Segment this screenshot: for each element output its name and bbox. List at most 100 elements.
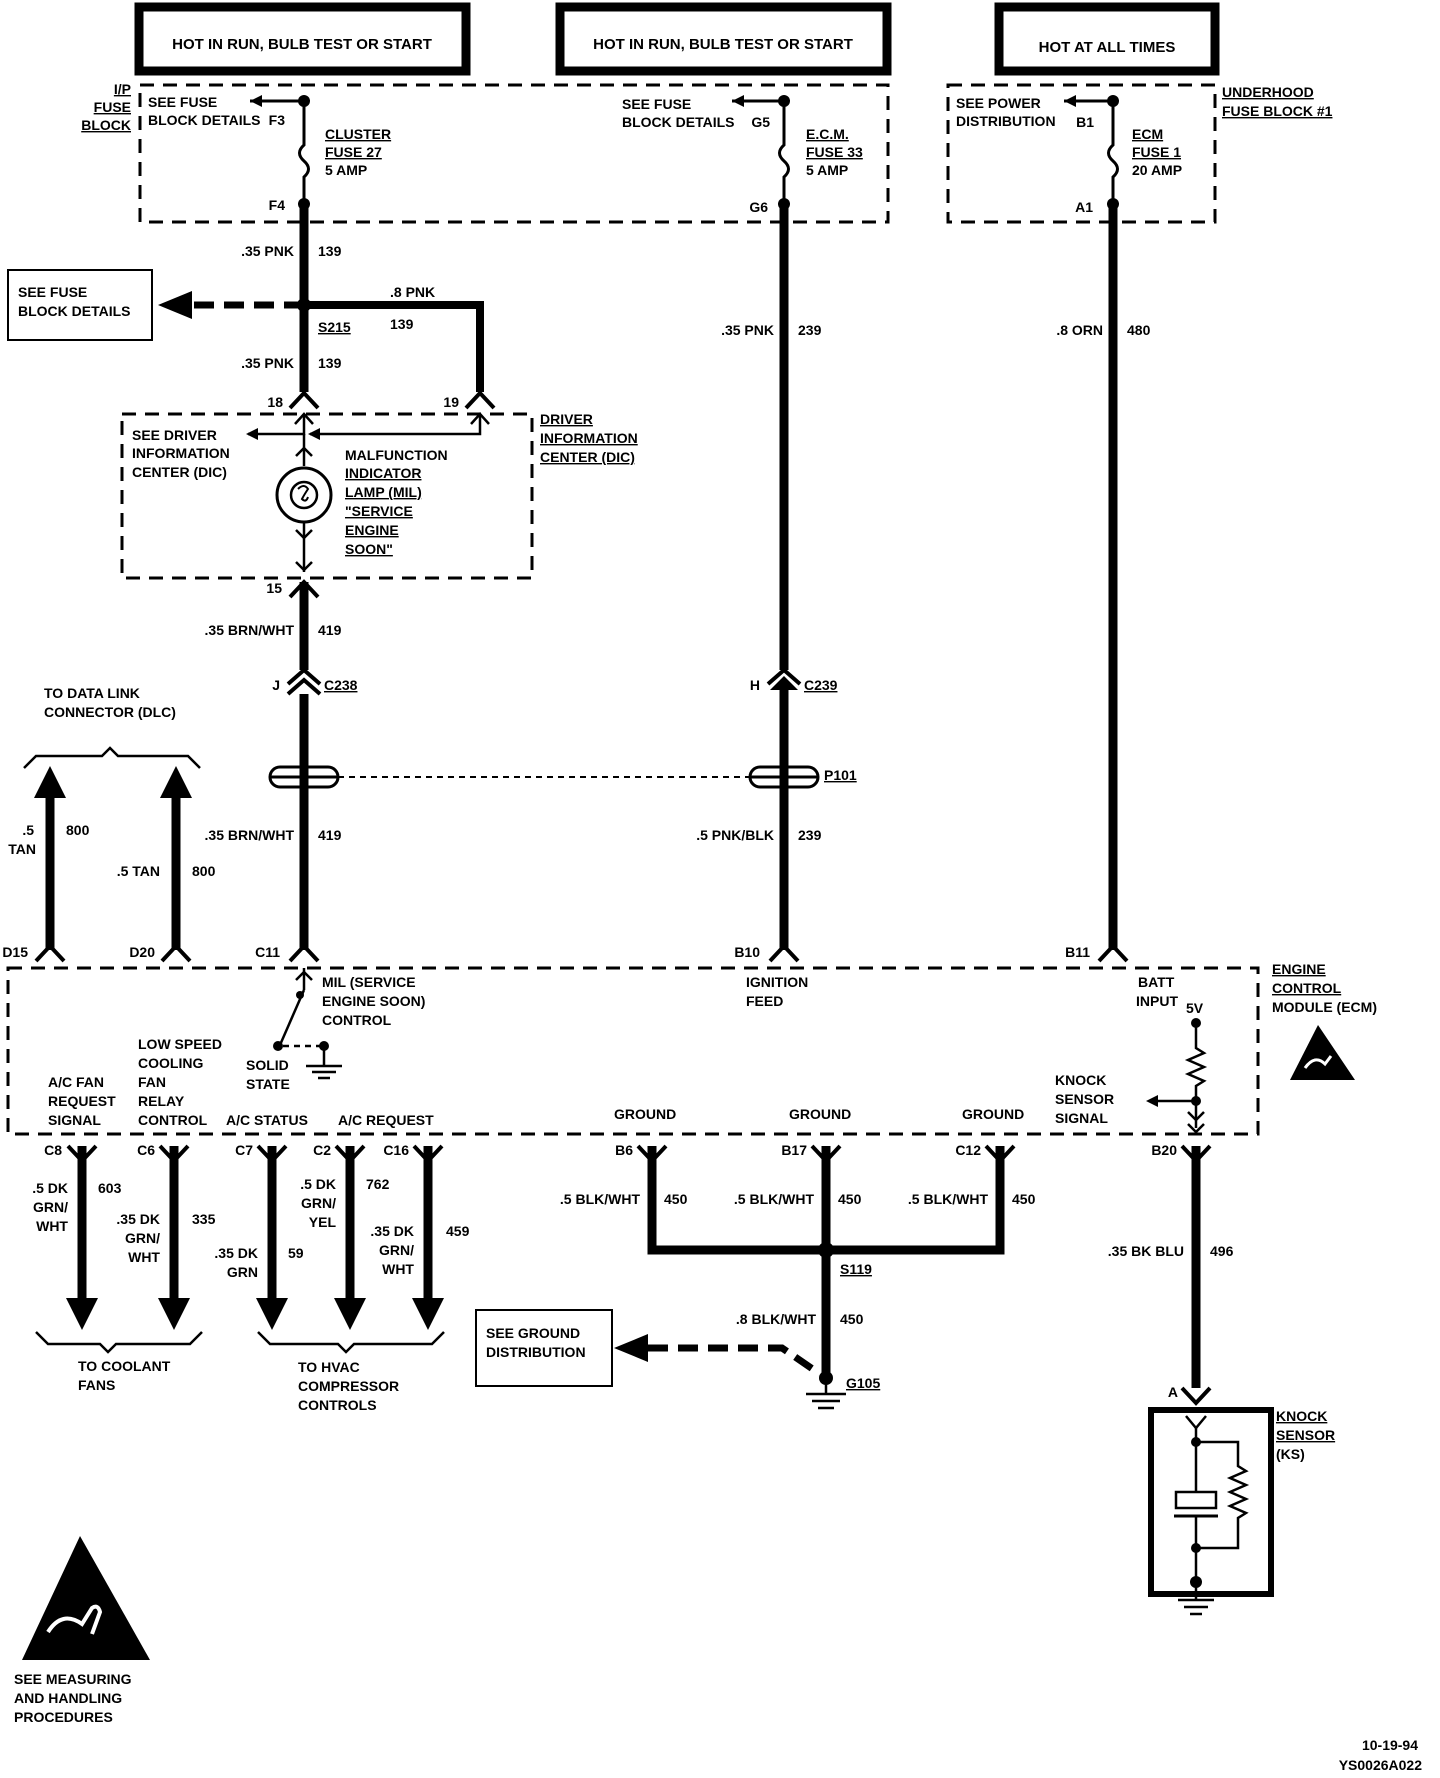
connector-c239-label: C239	[804, 677, 838, 693]
underhood-pin-in: B1	[1076, 114, 1094, 130]
ecm-pin-c6: C6	[137, 1142, 155, 1158]
connector-c238-pin: J	[272, 677, 280, 693]
svg-text:(KS): (KS)	[1276, 1446, 1305, 1462]
svg-text:E.C.M.: E.C.M.	[806, 126, 849, 142]
ground-g105-label: G105	[846, 1375, 880, 1391]
svg-text:BLOCK: BLOCK	[81, 117, 131, 133]
solid-state-switch	[278, 989, 306, 1046]
svg-text:GRN/: GRN/	[379, 1242, 414, 1258]
wire-450-c12-circuit: 450	[1012, 1191, 1036, 1207]
see-ground-line2: DISTRIBUTION	[486, 1344, 586, 1360]
svg-text:SEE FUSE: SEE FUSE	[148, 94, 217, 110]
dic-name: DRIVER INFORMATION CENTER (DIC)	[540, 411, 638, 465]
svg-text:ENGINE: ENGINE	[1272, 961, 1326, 977]
wire-139-upper-circuit: 139	[318, 243, 342, 259]
esd-notice-label: SEE MEASURING AND HANDLING PROCEDURES	[14, 1671, 132, 1725]
svg-text:.5 DK: .5 DK	[32, 1180, 68, 1196]
underhood-fuse-block-name: UNDERHOOD FUSE BLOCK #1	[1222, 84, 1333, 119]
ecm-pin-d20-connector	[160, 943, 192, 963]
svg-text:SEE POWER: SEE POWER	[956, 95, 1041, 111]
dic-outline	[120, 412, 534, 580]
svg-text:.5 DK: .5 DK	[300, 1176, 336, 1192]
dic-pin-19-connector	[464, 390, 496, 410]
svg-text:SEE FUSE: SEE FUSE	[622, 96, 691, 112]
svg-text:A/C FAN: A/C FAN	[48, 1074, 104, 1090]
underhood-fuse-block-outline	[946, 83, 1217, 224]
solid-state-contact	[273, 1041, 283, 1051]
wire-800-left-arrow-icon	[34, 766, 66, 798]
wire-762-gauge: .5 DK GRN/ YEL	[300, 1176, 336, 1230]
splice-s215-label: S215	[318, 319, 351, 335]
wire-59-gauge: .35 DK GRN	[214, 1245, 258, 1280]
dic-pin-19: 19	[443, 394, 459, 410]
svg-text:INFORMATION: INFORMATION	[540, 430, 638, 446]
svg-text:SOON": SOON"	[345, 541, 393, 557]
wire-239-upper-circuit: 239	[798, 322, 822, 338]
see-ground-dashed-link	[648, 1344, 822, 1377]
banner-right-text: HOT AT ALL TIMES	[1039, 39, 1176, 56]
see-ground-arrow-icon	[614, 1334, 648, 1362]
svg-text:SEE DRIVER: SEE DRIVER	[132, 427, 217, 443]
ecm-pin-b10-connector	[768, 943, 800, 963]
svg-text:SEE MEASURING: SEE MEASURING	[14, 1671, 132, 1687]
ground-label-2: GROUND	[789, 1106, 851, 1122]
svg-text:5 AMP: 5 AMP	[806, 162, 848, 178]
svg-text:CONTROL: CONTROL	[1272, 980, 1342, 996]
dic-in-chevron-18	[294, 412, 314, 425]
knock-signal-label: KNOCK SENSOR SIGNAL	[1055, 1072, 1114, 1126]
svg-text:WHT: WHT	[128, 1249, 160, 1265]
svg-text:FUSE BLOCK #1: FUSE BLOCK #1	[1222, 103, 1333, 119]
ecm-pin-c7: C7	[235, 1142, 253, 1158]
svg-text:TO DATA LINK: TO DATA LINK	[44, 685, 140, 701]
ac-request-label: A/C REQUEST	[338, 1112, 434, 1128]
knock-sensor-label: KNOCK SENSOR (KS)	[1276, 1408, 1335, 1462]
ecm-outline	[6, 966, 1260, 1136]
see-fuse-box-line1: SEE FUSE	[18, 284, 87, 300]
wire-419-upper-gauge: .35 BRN/WHT	[205, 622, 295, 638]
svg-text:FUSE 1: FUSE 1	[1132, 144, 1181, 160]
svg-text:GRN/: GRN/	[301, 1195, 336, 1211]
dlc-bracket	[23, 746, 201, 769]
svg-text:FEED: FEED	[746, 993, 783, 1009]
dic-in-chevron-19	[470, 412, 490, 425]
footer-date: 10-19-94	[1362, 1737, 1418, 1753]
wire-419-lower-circuit: 419	[318, 827, 342, 843]
wire-496-circuit: 496	[1210, 1243, 1234, 1259]
svg-text:5 AMP: 5 AMP	[325, 162, 367, 178]
middle-see-fuse: SEE FUSE BLOCK DETAILS	[622, 96, 735, 130]
wire-59	[256, 1146, 288, 1330]
wire-459-circuit: 459	[446, 1223, 470, 1239]
underhood-see-power: SEE POWER DISTRIBUTION	[956, 95, 1056, 129]
svg-text:SENSOR: SENSOR	[1276, 1427, 1335, 1443]
svg-text:MIL (SERVICE: MIL (SERVICE	[322, 974, 416, 990]
svg-text:CENTER (DIC): CENTER (DIC)	[132, 464, 227, 480]
svg-text:SENSOR: SENSOR	[1055, 1091, 1114, 1107]
svg-text:.35 DK: .35 DK	[116, 1211, 160, 1227]
knock-sensor-pin: A	[1168, 1384, 1178, 1400]
svg-text:WHT: WHT	[382, 1261, 414, 1277]
svg-text:REQUEST: REQUEST	[48, 1093, 116, 1109]
svg-text:CONTROLS: CONTROLS	[298, 1397, 377, 1413]
svg-text:INFORMATION: INFORMATION	[132, 445, 230, 461]
wire-800-right-gauge: .5 TAN	[117, 863, 160, 879]
ip-fuse-block-outline	[138, 83, 890, 224]
svg-text:20 AMP: 20 AMP	[1132, 162, 1182, 178]
dic-pin-15: 15	[266, 580, 282, 596]
svg-text:INPUT: INPUT	[1136, 993, 1178, 1009]
wire-603-gauge: .5 DK GRN/ WHT	[32, 1180, 68, 1234]
wire-459	[412, 1146, 444, 1330]
connector-c239-pin: H	[750, 677, 760, 693]
banner-left-text: HOT IN RUN, BULB TEST OR START	[172, 36, 432, 53]
svg-text:BLOCK DETAILS: BLOCK DETAILS	[622, 114, 735, 130]
svg-text:DRIVER: DRIVER	[540, 411, 593, 427]
svg-text:RELAY: RELAY	[138, 1093, 185, 1109]
wire-139-lower-circuit: 139	[318, 355, 342, 371]
wire-800-right-circuit: 800	[192, 863, 216, 879]
banner-middle: HOT IN RUN, BULB TEST OR START	[555, 2, 892, 76]
ac-fan-label: A/C FAN REQUEST SIGNAL	[48, 1074, 116, 1128]
batt-input-label: BATT INPUT	[1136, 974, 1178, 1009]
wire-800-left-circuit: 800	[66, 822, 90, 838]
svg-text:STATE: STATE	[246, 1076, 290, 1092]
wire-800-right-arrow-icon	[160, 766, 192, 798]
